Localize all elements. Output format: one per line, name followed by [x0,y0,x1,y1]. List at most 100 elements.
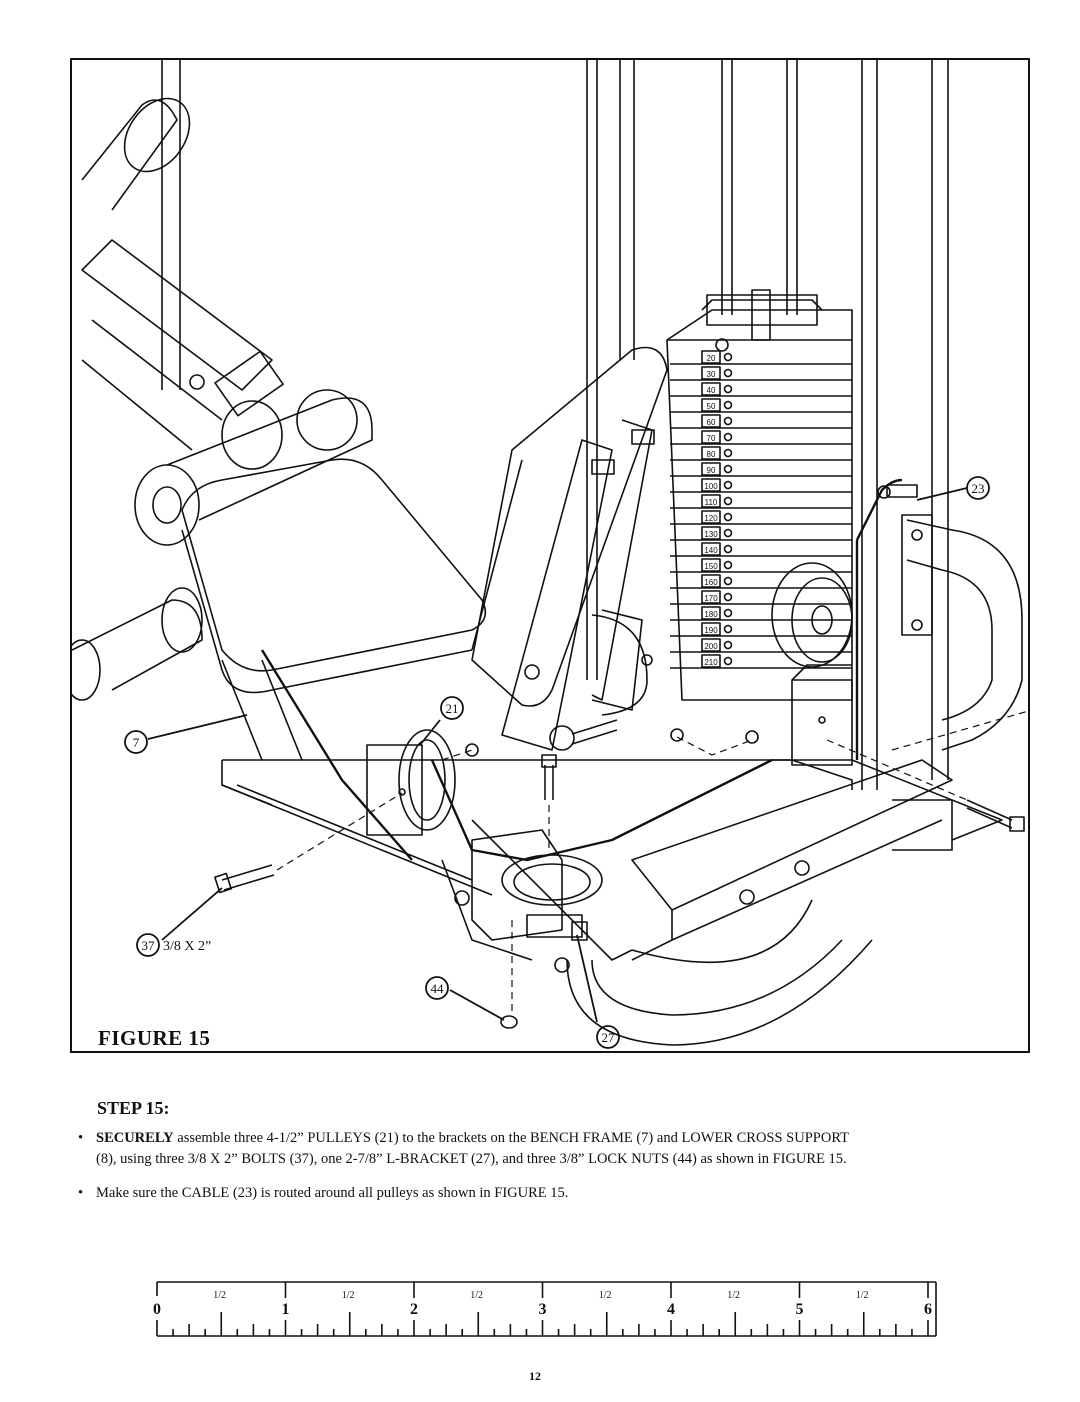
right-bolt [966,799,1025,832]
plate-weight-label: 90 [707,466,716,475]
callout-44: 44 [431,981,445,996]
leg-arm [81,239,284,451]
vertical-bolt [541,754,557,800]
step-heading: STEP 15: [97,1098,170,1118]
seat-pad [181,458,487,694]
ankle-rollers [72,389,373,701]
ruler-half-label: 1/2 [470,1290,483,1301]
backrest [471,346,668,707]
exercise-machine-illustration: 2030405060708090100110120130140150160170… [72,60,1028,1049]
ruler-number: 5 [796,1301,804,1318]
plate-weight-label: 170 [704,594,718,603]
instruction-item: • SECURELY assemble three 4-1/2” PULLEYS… [78,1128,1038,1170]
ruler-half-label: 1/2 [599,1290,612,1301]
weight-plates: 2030405060708090100110120130140150160170… [670,350,852,669]
pulley-bracket [366,729,456,836]
ruler-number: 1 [282,1301,290,1318]
ruler-number: 2 [410,1301,418,1318]
selector-pin-hole [723,464,733,474]
selector-pin-hole [723,560,733,570]
selector-pin-hole [723,496,733,506]
plate-label-box [701,462,721,476]
plate-label-box [701,366,721,380]
backrest-brackets [501,419,655,751]
lock-nut-44 [500,1015,518,1029]
upper-roller-pad [81,97,191,211]
selector-pin-hole [723,352,733,362]
plate-weight-label: 140 [704,546,718,555]
selector-pin-hole [723,416,733,426]
callout-circles [124,476,990,1049]
ruler-number: 4 [667,1301,675,1318]
bullet: • [78,1130,84,1146]
selector-pin-hole [723,640,733,650]
selector-pin-hole [723,368,733,378]
plate-label-box [701,446,721,460]
selector-pin-hole [723,576,733,586]
ruler-half-label: 1/2 [342,1290,355,1301]
instruction-line-1: assemble three 4-1/2” PULLEYS (21) to th… [173,1130,849,1146]
plate-label-box [701,478,721,492]
instruction-item: • Make sure the CABLE (23) is routed aro… [78,1183,1038,1204]
plate-label-box [701,526,721,540]
cable-end-fitting [877,484,918,499]
selector-pin-hole [723,480,733,490]
bolt-size-label: 3/8 X 2” [163,939,211,954]
plate-label-box [701,558,721,572]
bullet: • [78,1185,84,1201]
page-number: 12 [529,1369,541,1383]
plate-label-box [701,654,721,668]
selector-pin-hole [723,448,733,458]
plate-weight-label: 210 [704,658,718,667]
plate-weight-label: 160 [704,578,718,587]
rear-pulley-bracket [791,664,853,766]
selector-pin-hole [723,528,733,538]
plate-weight-label: 110 [705,498,718,507]
front-pulley-bracket [471,829,603,941]
selector-pin-hole [723,544,733,554]
selector-pin-hole [723,608,733,618]
plate-weight-label: 40 [707,386,716,395]
stack-pulley [771,562,853,668]
plate-label-box [701,350,721,364]
plate-label-box [701,430,721,444]
plate-weight-label: 130 [704,530,718,539]
fasteners [189,374,810,973]
callout-7: 7 [133,735,140,750]
emphasis-text: SECURELY [96,1130,174,1146]
plate-weight-label: 120 [704,514,718,523]
ruler-number: 6 [924,1301,932,1318]
plate-weight-label: 50 [707,402,716,411]
plate-weight-label: 190 [704,626,718,635]
plate-weight-label: 150 [704,562,718,571]
plate-weight-label: 30 [707,370,716,379]
bolt-37 [214,864,275,894]
callout-23: 23 [972,481,985,496]
plate-label-box [701,606,721,620]
callout-21: 21 [446,701,459,716]
cable [260,478,903,862]
assembly-guide-lines [276,710,1028,1015]
handle-tube [901,514,1023,751]
selector-pin-hole [723,592,733,602]
callout-leaders [147,487,968,1023]
ruler-half-label: 1/2 [727,1290,740,1301]
plate-label-box [701,638,721,652]
ruler-number: 3 [539,1301,547,1318]
plate-label-box [701,414,721,428]
ruler-number: 0 [153,1301,161,1318]
selector-pin-hole [723,656,733,666]
plate-label-box [701,494,721,508]
plate-weight-label: 200 [704,642,718,651]
plate-weight-label: 60 [707,418,716,427]
plate-weight-label: 180 [704,610,718,619]
figure-caption: FIGURE 15 [98,1026,211,1050]
selector-pin-hole [723,624,733,634]
callout-37: 37 [142,938,156,953]
ruler-half-label: 1/2 [856,1290,869,1301]
plate-label-box [701,590,721,604]
plate-label-box [701,510,721,524]
plate-label-box [701,542,721,556]
callout-27: 27 [602,1030,616,1045]
